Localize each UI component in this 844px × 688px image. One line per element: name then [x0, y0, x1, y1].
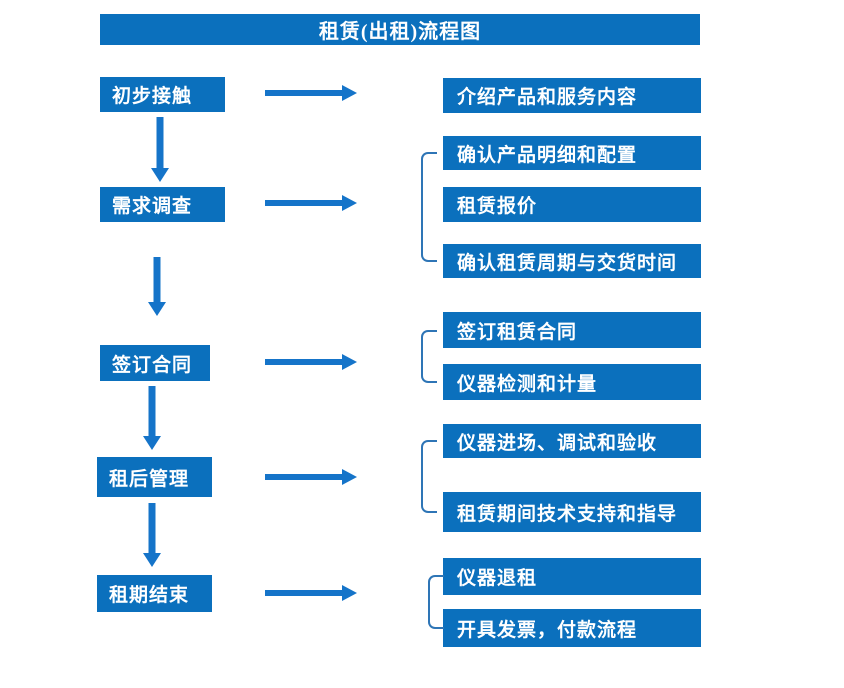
step-label: 初步接触 — [112, 86, 193, 107]
detail-label: 确认产品明细和配置 — [457, 144, 638, 166]
detail-box-sign-rental-contract: 签订租赁合同 — [443, 312, 701, 348]
arrow-step4-to-step5 — [143, 503, 161, 567]
arrow-post-rental-right — [265, 469, 357, 485]
step-label: 签订合同 — [112, 354, 193, 376]
detail-label: 仪器检测和计量 — [457, 373, 598, 395]
detail-label: 仪器退租 — [457, 568, 538, 589]
arrow-demand-survey-right — [265, 195, 357, 211]
detail-label: 确认租赁周期与交货时间 — [457, 252, 678, 274]
step-label: 租后管理 — [109, 468, 190, 490]
step-label: 租期结束 — [109, 585, 190, 606]
step-box-sign-contract: 签订合同 — [100, 345, 210, 381]
arrow-step2-to-step3 — [148, 257, 166, 316]
bracket-post-rental-group — [421, 440, 437, 513]
detail-box-instrument-inspection: 仪器检测和计量 — [443, 364, 701, 400]
step-label: 需求调查 — [112, 196, 193, 217]
step-box-post-rental-management: 租后管理 — [97, 457, 212, 497]
detail-box-instrument-return: 仪器退租 — [443, 558, 701, 595]
detail-box-tech-support: 租赁期间技术支持和指导 — [443, 492, 701, 532]
detail-label: 仪器进场、调试和验收 — [457, 432, 658, 454]
detail-box-confirm-period-delivery: 确认租赁周期与交货时间 — [443, 244, 701, 278]
detail-box-confirm-product-config: 确认产品明细和配置 — [443, 136, 701, 170]
step-box-initial-contact: 初步接触 — [100, 77, 225, 112]
detail-label: 签订租赁合同 — [457, 321, 578, 343]
flowchart-title: 租赁(出租)流程图 — [100, 14, 700, 45]
detail-box-instrument-setup-acceptance: 仪器进场、调试和验收 — [443, 424, 701, 458]
step-box-rental-end: 租期结束 — [97, 575, 212, 612]
detail-label: 租赁报价 — [457, 196, 538, 217]
bracket-sign-contract-group — [421, 330, 437, 383]
arrow-rental-end-right — [265, 585, 357, 601]
detail-label: 介绍产品和服务内容 — [457, 87, 638, 108]
arrow-step3-to-step4 — [143, 386, 161, 450]
bracket-demand-survey-group — [421, 152, 437, 262]
arrow-step1-to-step2 — [151, 117, 169, 182]
step-box-demand-survey: 需求调查 — [100, 187, 225, 222]
flowchart-title-text: 租赁(出租)流程图 — [318, 21, 482, 43]
detail-box-introduce-products: 介绍产品和服务内容 — [443, 78, 701, 113]
detail-box-rental-quote: 租赁报价 — [443, 187, 701, 222]
detail-label: 租赁期间技术支持和指导 — [457, 503, 678, 525]
detail-label: 开具发票，付款流程 — [457, 619, 638, 641]
arrow-sign-contract-right — [265, 354, 357, 370]
detail-box-invoice-payment: 开具发票，付款流程 — [443, 609, 701, 647]
arrow-initial-contact-right — [265, 85, 357, 101]
bracket-rental-end-group — [428, 575, 444, 629]
